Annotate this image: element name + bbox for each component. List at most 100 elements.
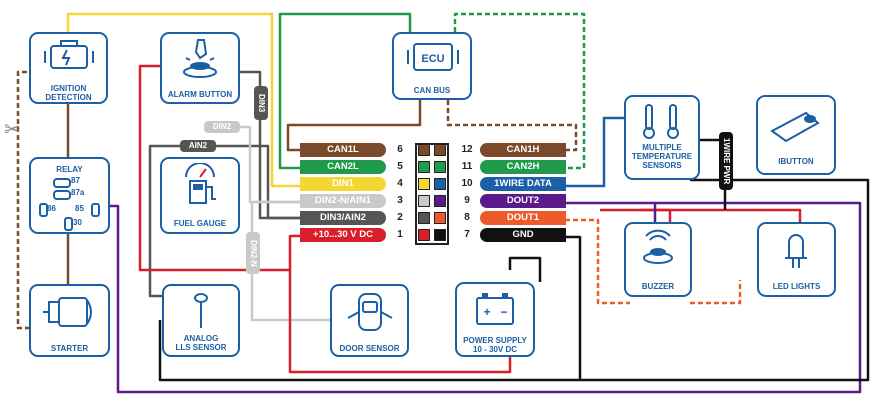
pin-label-left: DIN2-N/AIN1: [300, 194, 386, 208]
analog-lls-box: ANALOG LLS SENSOR: [162, 284, 240, 357]
relay-pin-87: 87: [71, 176, 80, 185]
wire-can1h: [446, 100, 578, 152]
pin-label-left: CAN2L: [300, 160, 386, 174]
fuel-gauge-box: FUEL GAUGE: [160, 157, 240, 234]
connector-cell-right: [434, 195, 446, 207]
scissors-icon: ✂: [4, 119, 21, 141]
ibutton-label: IBUTTON: [778, 157, 814, 166]
pin-number-right: 11: [461, 161, 473, 172]
pin-number-left: 6: [397, 144, 403, 155]
tag-ain2: AIN2: [180, 140, 216, 152]
engine-icon: [44, 40, 94, 69]
door-sensor-label: DOOR SENSOR: [339, 344, 400, 353]
pin-label-left: +10...30 V DC: [300, 228, 386, 242]
pin-number-left: 2: [397, 212, 403, 223]
buzzer-label: BUZZER: [641, 282, 675, 291]
starter-label: STARTER: [50, 344, 89, 353]
tag-din2: DIN2: [204, 121, 240, 133]
led-lights-label: LED LIGHTS: [772, 282, 821, 291]
relay-contact-86: [39, 203, 48, 217]
pin-number-left: 1: [397, 229, 403, 240]
pin-label-right: DOUT1: [480, 211, 566, 225]
pin-number-left: 3: [397, 195, 403, 206]
pin-label-right: CAN2H: [480, 160, 566, 174]
ignition-detection-box: IGNITION DETECTION: [29, 32, 108, 104]
connector-cell-left: [418, 178, 430, 190]
door-sensor-box: DOOR SENSOR: [330, 284, 409, 357]
connector-cell-right: [434, 212, 446, 224]
svg-text:+: +: [483, 305, 490, 319]
relay-pin-86: 86: [47, 204, 56, 213]
relay-contact-30: [64, 217, 73, 231]
pin-label-right: GND: [480, 228, 566, 242]
pin-label-left: CAN1L: [300, 143, 386, 157]
tag-1wire-pwr: 1WIRE PWR: [719, 132, 733, 190]
wire-din2: [240, 125, 300, 204]
pin-number-right: 7: [464, 229, 470, 240]
relay-pin-85: 85: [75, 204, 84, 213]
wire-starter-dashed: [16, 70, 30, 330]
tag-din2n: DIN2-N: [246, 232, 260, 274]
wire-1wire: [565, 116, 624, 188]
fuel-gauge-label: FUEL GAUGE: [173, 219, 227, 228]
power-supply-label: POWER SUPPLY 10 - 30V DC: [463, 336, 527, 354]
ignition-label: IGNITION DETECTION: [45, 84, 92, 102]
pin-label-right: DOUT2: [480, 194, 566, 208]
can-bus-box: ECU CAN BUS: [392, 32, 472, 100]
pin-label-left: DIN3/AIN2: [300, 211, 386, 225]
svg-text:−: −: [500, 305, 507, 319]
pin-number-right: 12: [461, 144, 473, 155]
pin-label-right: 1WIRE DATA: [480, 177, 566, 191]
can-bus-label: CAN BUS: [413, 86, 451, 95]
wire-dout2: [110, 201, 862, 394]
starter-box: STARTER: [29, 284, 110, 357]
wire-dout1b: [690, 280, 742, 305]
pin-label-left: DIN1: [300, 177, 386, 191]
connector-cell-right: [434, 229, 446, 241]
relay-pin-30: 30: [73, 218, 82, 227]
analog-lls-label: ANALOG LLS SENSOR: [175, 334, 227, 352]
connector-cell-left: [418, 144, 430, 156]
buzzer-box: BUZZER: [624, 222, 692, 297]
connector-cell-left: [418, 195, 430, 207]
wire-din1: [66, 12, 300, 188]
relay-contact-87a: [53, 190, 71, 200]
connector-housing: [415, 143, 449, 245]
ecu-icon: ECU: [407, 43, 459, 71]
relay-contact-85: [91, 203, 100, 217]
wire-dout1: [565, 218, 630, 305]
ibutton-key-icon: [770, 111, 820, 143]
pin-number-left: 5: [397, 161, 403, 172]
wire-gnd-right: [580, 178, 870, 382]
car-door-icon: [347, 293, 393, 331]
ibutton-box: IBUTTON: [756, 95, 836, 175]
power-supply-box: + − POWER SUPPLY 10 - 30V DC: [455, 282, 535, 357]
led-lights-box: LED LIGHTS: [757, 222, 836, 297]
wire-can2h: [453, 12, 586, 170]
pin-number-right: 9: [464, 195, 470, 206]
pin-number-right: 10: [461, 178, 473, 189]
led-icon: [785, 234, 807, 268]
pin-label-right: CAN1H: [480, 143, 566, 157]
pin-number-right: 8: [464, 212, 470, 223]
wire-can1l: [286, 100, 422, 152]
wire-can2l: [278, 12, 412, 170]
connector-cell-right: [434, 161, 446, 173]
wire-gnd-psu: [508, 256, 542, 282]
connector-cell-left: [418, 161, 430, 173]
relay-box: RELAY 87 87a 86 85 30: [29, 157, 110, 234]
battery-icon: + −: [476, 293, 514, 325]
wire-power-alarm: [138, 64, 300, 272]
alarm-label: ALARM BUTTON: [167, 90, 233, 99]
relay-label: RELAY: [56, 165, 83, 174]
connector-cell-left: [418, 229, 430, 241]
temperature-label: MULTIPLE TEMPERATURE SENSORS: [631, 143, 693, 170]
connector-cell-left: [418, 212, 430, 224]
connector-cell-right: [434, 178, 446, 190]
tag-din3: DIN3: [254, 86, 268, 120]
temperature-sensors-box: MULTIPLE TEMPERATURE SENSORS: [624, 95, 700, 180]
thermometer-icon: [643, 104, 679, 139]
lls-sensor-icon: [194, 293, 208, 328]
